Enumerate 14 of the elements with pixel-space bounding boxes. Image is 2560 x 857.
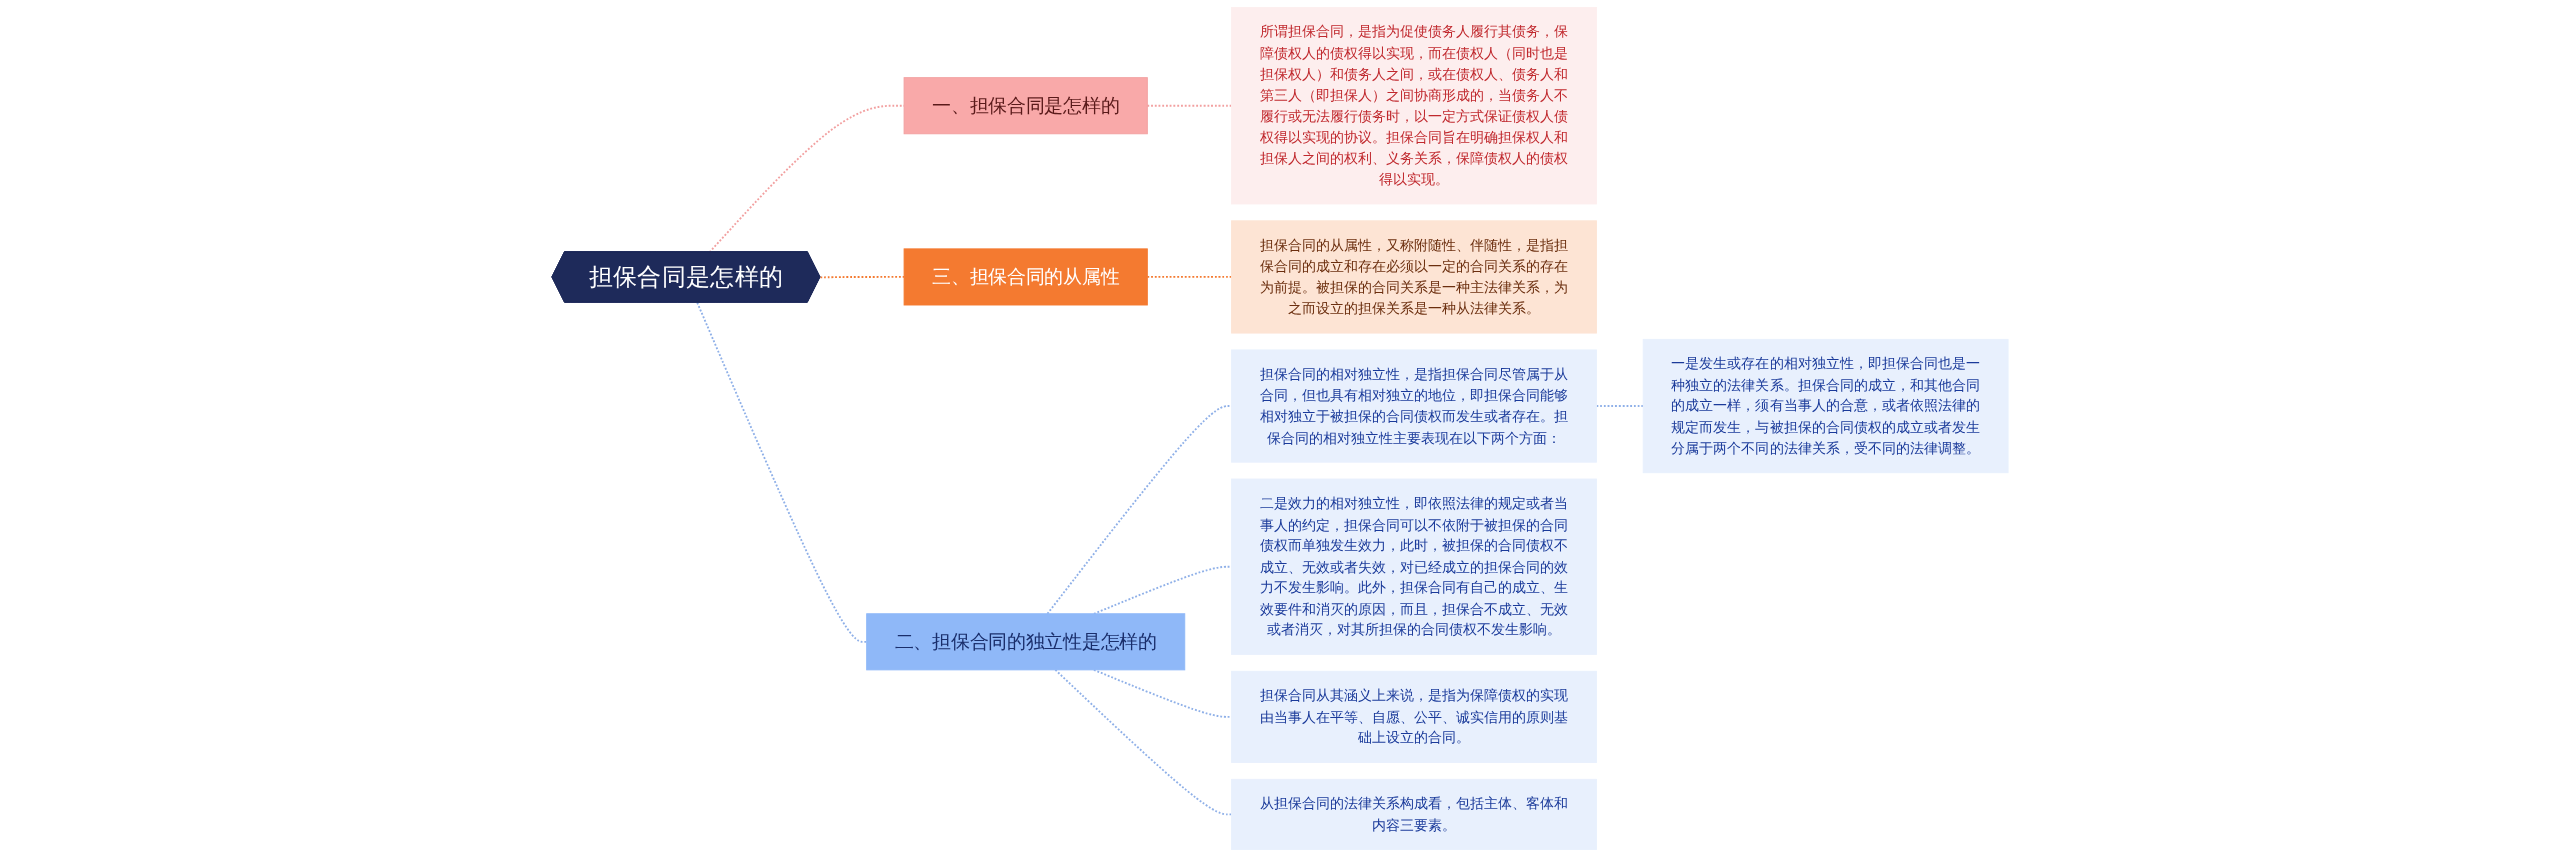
node-box: 所谓担保合同，是指为促使债务人履行其债务，保障债权人的债权得以实现，而在债权人（同时也是担保权人）和债务人之间，或在债权人、债务人和第三人（即担保人）之间协商形成的，当债务人不履行或无法履行债务时，以一定方式保证债权人债权得以实现的协议。担保合同旨在明确担保权人和担保人之间的权利、义务关系，保障债权人的债权得以实现。 [1231,7,1597,205]
node-box: 从担保合同的法律关系构成看，包括主体、客体和内容三要素。 [1231,778,1597,850]
node-box: 一是发生或存在的相对独立性，即担保合同也是一种独立的法律关系。担保合同的成立，和其他合同的成立一样，须有当事人的合意，或者依照法律的规定而发生，与被担保的合同债权的成立或者发生分属于两个不同的法律关系，受不同的法律调整。 [1642,338,2009,474]
node-box: 担保合同的相对独立性，是指担保合同尽管属于从合同，但也具有相对独立的地位，即担保合同能够相对独立于被担保的合同债权而发生或者存在。担保合同的相对独立性主要表现在以下两个方面： [1231,349,1597,463]
node-box: 二、担保合同的独立性是怎样的 [866,613,1186,671]
node-box: 二是效力的相对独立性，即依照法律的规定或者当事人的约定，担保合同可以不依附于被担保的合同债权而单独发生效力，此时，被担保的合同债权不成立、无效或者失效，对已经成立的担保合同的效力不发生影响。此外，担保合同有自己的成立、生效要件和消灭的原因，而且，担保合不成立、无效或者消灭，对其所担保的合同债权不发生影响。 [1231,478,1597,655]
node-box: 一、担保合同是怎样的 [903,77,1148,135]
connector [1595,405,1645,407]
connector [1146,104,1233,107]
node-box: 三、担保合同的从属性 [903,248,1148,306]
connector [696,301,868,643]
node-box: 担保合同的从属性，又称附随性、伴随性，是指担保合同的成立和存在必须以一定的合同关系的存在为前提。被担保的合同关系是一种主法律关系，为之而设立的担保关系是一种从法律关系。 [1231,220,1597,334]
node-box: 担保合同从其涵义上来说，是指为保障债权的实现由当事人在平等、自愿、公平、诚实信用的原则基础上设立的合同。 [1231,670,1597,763]
connector [1146,276,1233,278]
